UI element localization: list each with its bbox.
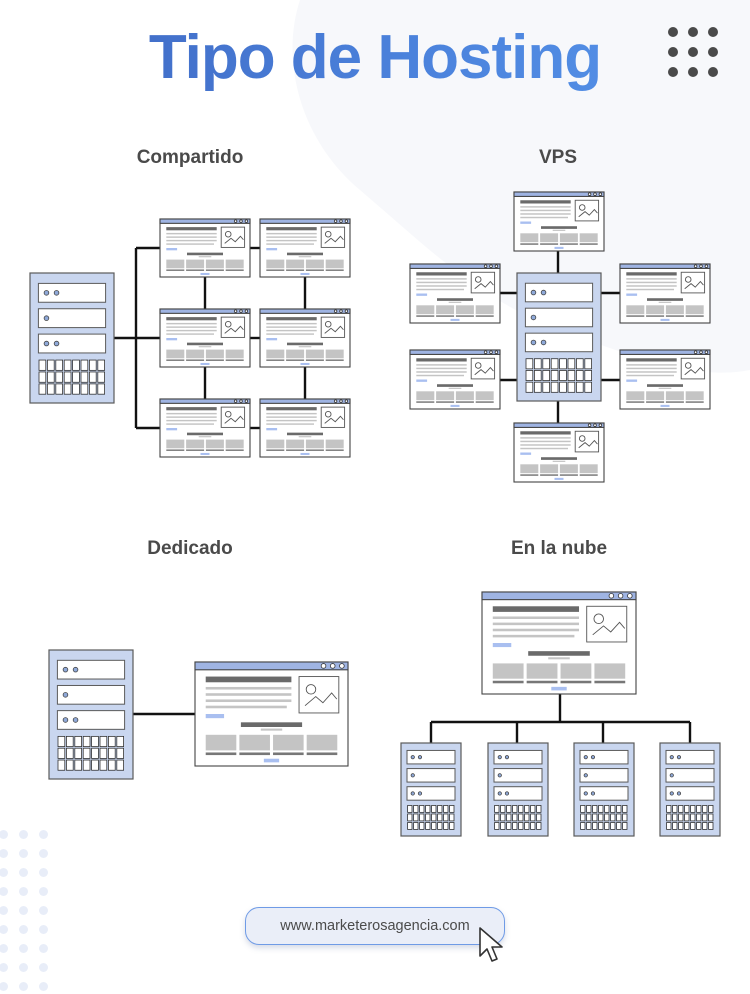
website-window-icon [481,591,637,695]
server-icon [400,742,462,837]
menu-dot [688,27,698,37]
side-dot [19,944,28,953]
section-label-dedicado: Dedicado [147,538,233,559]
side-dot [19,925,28,934]
side-dot [19,868,28,877]
menu-dot [668,47,678,57]
website-url-button[interactable]: www.marketerosagencia.com [245,907,505,945]
website-window-icon [409,263,501,324]
side-dot [0,963,8,972]
side-dot [0,830,8,839]
shapes [29,191,721,837]
section-label-en-la-nube: En la nube [510,538,608,559]
side-dot [0,925,8,934]
side-dot [39,906,48,915]
website-window-icon [513,191,605,252]
side-dot [0,906,8,915]
website-window-icon [159,308,251,368]
side-dot [0,868,8,877]
server-icon [48,649,134,780]
server-icon [487,742,549,837]
server-icon [573,742,635,837]
website-window-icon [194,661,349,767]
server-icon [516,272,602,402]
side-dot [19,887,28,896]
side-dot [39,887,48,896]
side-dot [39,944,48,953]
menu-dot [708,47,718,57]
menu-dot [668,27,678,37]
menu-dot [708,27,718,37]
side-dot [0,944,8,953]
menu-dot [708,67,718,77]
side-dot [0,887,8,896]
side-dot [39,982,48,991]
side-dot [39,925,48,934]
side-dot [19,830,28,839]
side-dot [39,868,48,877]
grid-dots-icon[interactable] [668,27,726,85]
side-dot [19,982,28,991]
website-window-icon [409,349,501,410]
side-dot [0,849,8,858]
side-dot [19,963,28,972]
side-dot [39,830,48,839]
mouse-pointer-icon [479,927,503,962]
side-dot [39,849,48,858]
section-label-compartido: Compartido [136,147,244,168]
website-window-icon [619,349,711,410]
website-window-icon [259,308,351,368]
side-dot [39,963,48,972]
menu-dot [688,47,698,57]
website-window-icon [259,218,351,278]
website-window-icon [159,398,251,458]
website-url-text: www.marketerosagencia.com [280,918,470,934]
website-window-icon [513,422,605,483]
server-icon [659,742,721,837]
website-window-icon [619,263,711,324]
connectors [107,246,692,744]
side-dot [19,906,28,915]
server-icon [29,272,115,404]
website-window-icon [259,398,351,458]
side-dot [19,849,28,858]
menu-dot [688,67,698,77]
page-title: Tipo de Hosting [0,18,750,98]
section-label-vps: VPS [538,147,578,168]
side-dot [0,982,8,991]
decorative-dot-pattern [0,830,60,994]
menu-dot [668,67,678,77]
website-window-icon [159,218,251,278]
